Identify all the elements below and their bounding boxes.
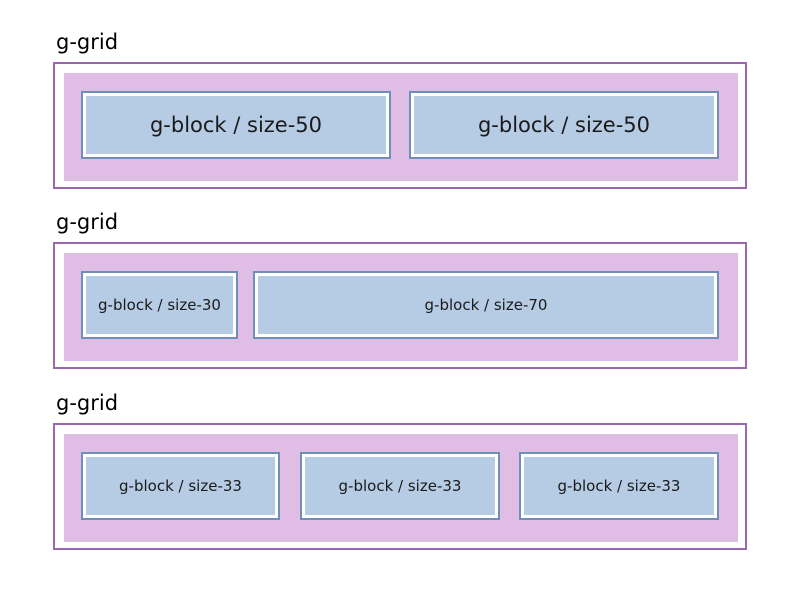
grid-3-inner: g-block / size-33 g-block / size-33 g-bl… [64,434,738,542]
grid-label-2: g-grid [56,210,119,234]
grid-2: g-block / size-30 g-block / size-70 [53,242,747,369]
grid-1-block-1: g-block / size-50 [81,91,391,159]
grid-label-1: g-grid [56,30,119,54]
grid-label-3: g-grid [56,391,119,415]
grid-2-block-2: g-block / size-70 [253,271,719,339]
grid-2-block-1: g-block / size-30 [81,271,238,339]
grid-1-block-2: g-block / size-50 [409,91,719,159]
grid-1-inner: g-block / size-50 g-block / size-50 [64,73,738,181]
grid-3-block-1: g-block / size-33 [81,452,280,520]
grid-3: g-block / size-33 g-block / size-33 g-bl… [53,423,747,550]
grid-3-block-3: g-block / size-33 [519,452,719,520]
grid-3-block-2: g-block / size-33 [300,452,500,520]
grid-2-inner: g-block / size-30 g-block / size-70 [64,253,738,361]
grid-1: g-block / size-50 g-block / size-50 [53,62,747,189]
